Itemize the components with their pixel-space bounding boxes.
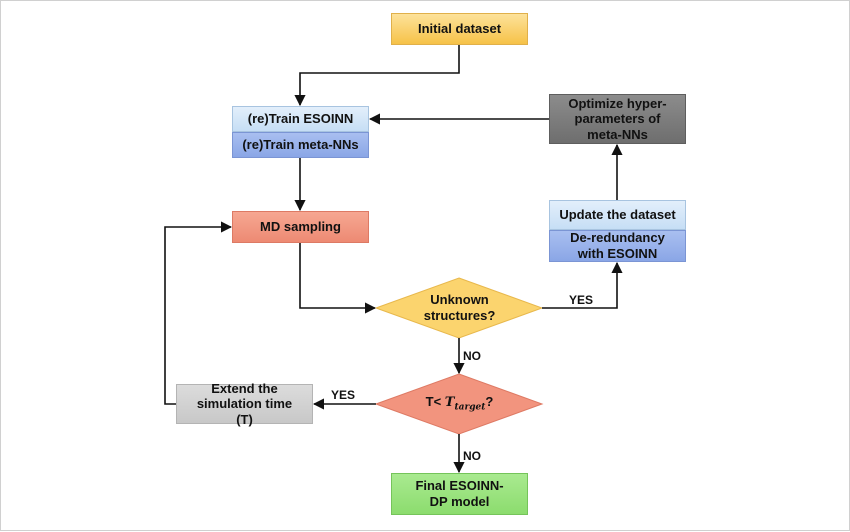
node-train-esoinn: (re)Train ESOINN: [232, 106, 369, 132]
decision-unknown-structures: Unknown structures?: [391, 288, 528, 328]
edge-label-yes-ttarget: YES: [331, 388, 356, 402]
node-update-dataset-label: Update the dataset: [559, 207, 676, 223]
t-sub: target: [454, 402, 486, 413]
decision-unknown-label: Unknown structures?: [423, 292, 496, 323]
edge-md-to-unknown: [299, 243, 377, 314]
t-suffix: ?: [485, 394, 494, 410]
node-initial-dataset-label: Initial dataset: [417, 21, 502, 37]
edge-label-no-ttarget: NO: [463, 449, 481, 463]
edge-extend-to-md: [164, 221, 233, 405]
edge-unknown-yes: [542, 261, 623, 309]
node-extend-simulation-time: Extend the simulation time (T): [176, 381, 313, 427]
t-prefix: T<: [425, 394, 445, 410]
node-final-model: Final ESOINN-DP model: [391, 473, 528, 515]
node-train-meta-nns: (re)Train meta-NNs: [232, 132, 369, 158]
node-de-redundancy-label: De-redundancy with ESOINN: [570, 230, 665, 261]
t-var: T: [444, 395, 455, 411]
node-initial-dataset: Initial dataset: [391, 13, 528, 45]
node-optimize-hyperparameters: Optimize hyper-parameters of meta-NNs: [549, 94, 686, 144]
decision-t-target: T< Ttarget?: [396, 389, 523, 419]
node-md-sampling-label: MD sampling: [260, 219, 341, 235]
node-train-esoinn-label: (re)Train ESOINN: [247, 111, 354, 127]
node-final-model-label: Final ESOINN-DP model: [415, 478, 504, 509]
t-target-math: Ttarget: [444, 395, 486, 413]
node-optimize-label: Optimize hyper-parameters of meta-NNs: [568, 95, 667, 142]
node-md-sampling: MD sampling: [232, 211, 369, 243]
edge-initial-to-train: [294, 45, 460, 107]
node-update-dataset: Update the dataset: [549, 200, 686, 230]
edge-label-yes-unknown: YES: [569, 293, 594, 307]
edge-label-no-unknown: NO: [463, 349, 481, 363]
decision-t-target-label: T< Ttarget?: [426, 394, 494, 413]
node-extend-label: Extend the simulation time (T): [196, 380, 293, 427]
node-train-meta-nns-label: (re)Train meta-NNs: [242, 137, 359, 153]
node-de-redundancy: De-redundancy with ESOINN: [549, 230, 686, 262]
